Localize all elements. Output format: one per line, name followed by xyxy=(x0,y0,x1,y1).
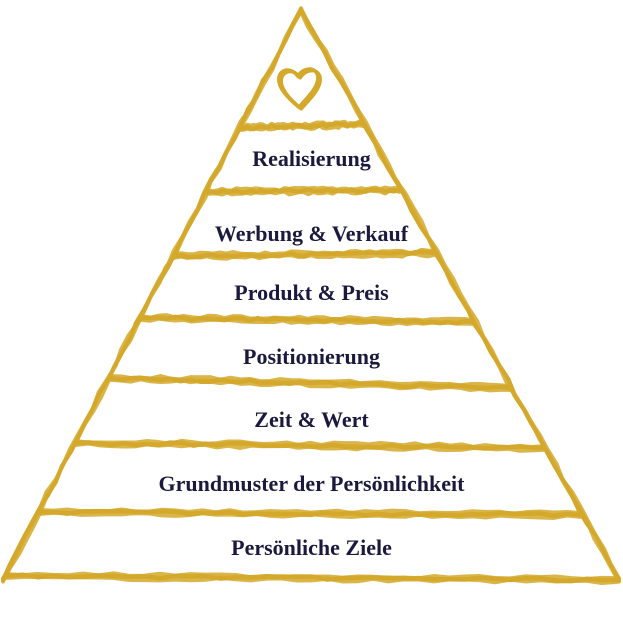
layer-divider-4 xyxy=(108,376,513,393)
layer-divider-0 xyxy=(239,122,365,132)
heart-icon-stroke xyxy=(279,68,322,111)
layer-label-persoenliche-ziele: Persönliche Ziele xyxy=(231,535,392,560)
layer-label-realisierung: Realisierung xyxy=(252,146,371,171)
pyramid-right-edge xyxy=(299,9,621,584)
layer-divider-5 xyxy=(74,441,546,453)
layer-label-grundmuster: Grundmuster der Persönlichkeit xyxy=(158,471,465,496)
layer-label-positionierung: Positionierung xyxy=(243,344,380,369)
layer-divider-6 xyxy=(38,510,583,520)
layer-label-produkt-preis: Produkt & Preis xyxy=(234,280,389,305)
layer-label-zeit-wert: Zeit & Wert xyxy=(254,407,369,432)
heart-icon xyxy=(277,67,322,111)
pyramid-left-edge xyxy=(1,9,303,584)
layer-divider-3 xyxy=(139,316,476,327)
layer-divider-2 xyxy=(172,251,437,261)
layer-label-werbung-verkauf: Werbung & Verkauf xyxy=(214,221,409,246)
layer-divider-1 xyxy=(205,187,402,197)
layer-divider-7 xyxy=(4,574,620,586)
